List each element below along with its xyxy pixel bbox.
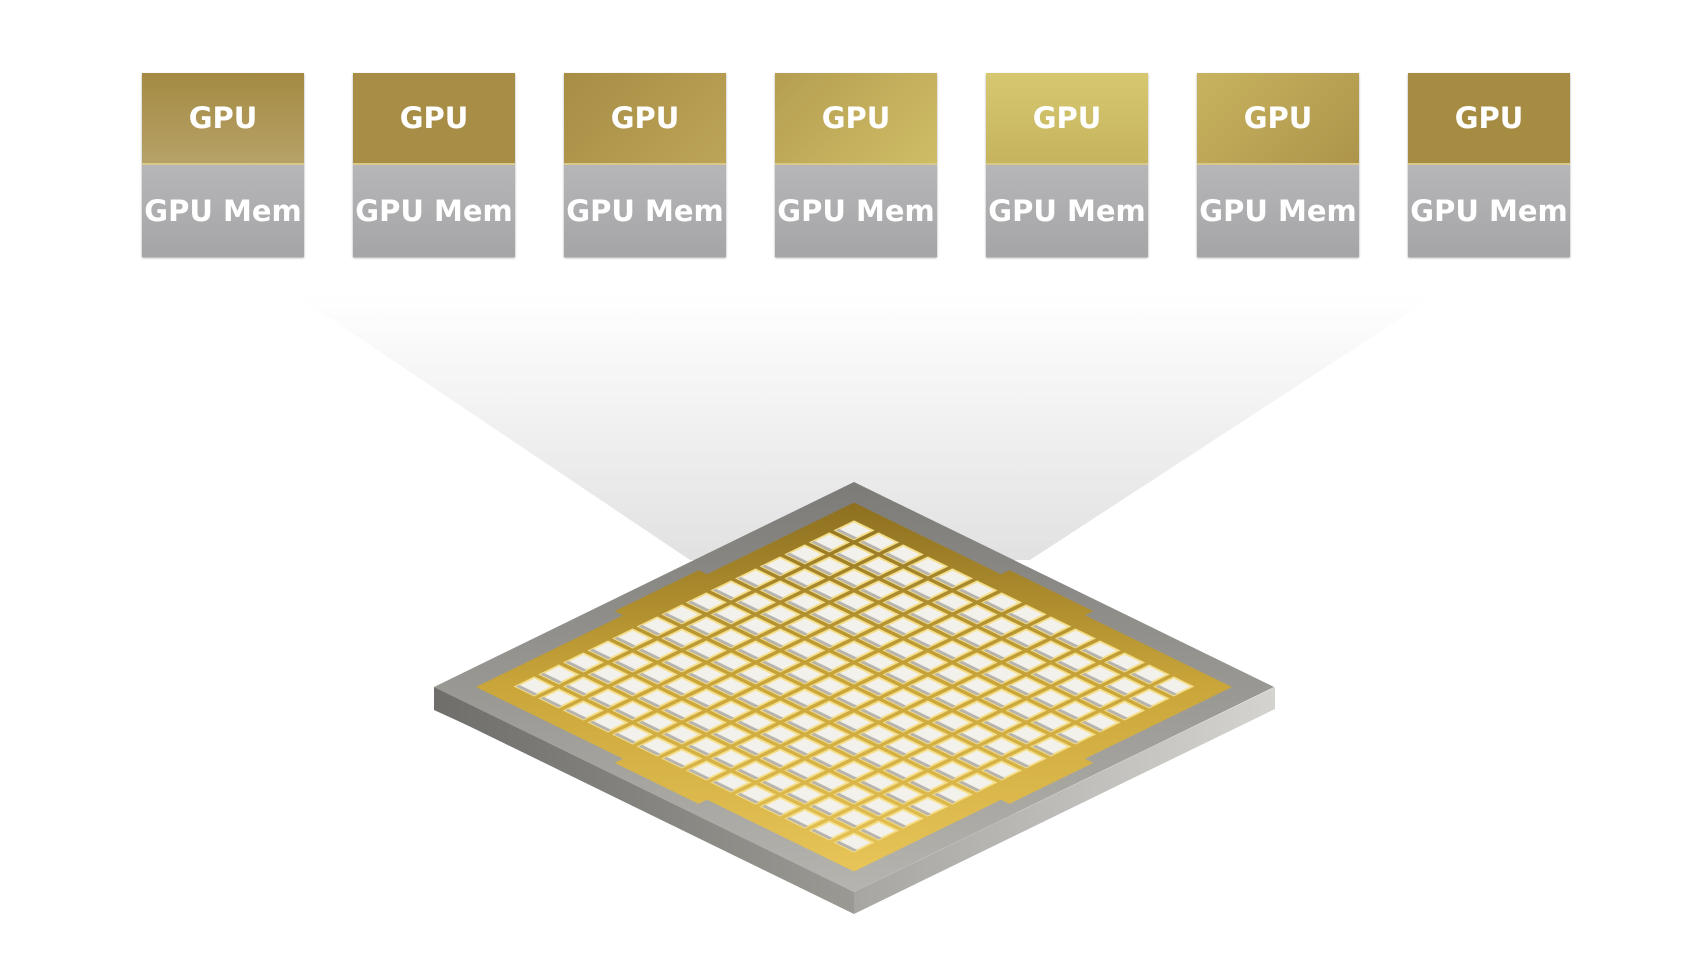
chip-core-grid xyxy=(509,518,1199,856)
chip-side-left-face xyxy=(434,687,854,914)
gpu-unit-1: GPU GPU Mem xyxy=(142,73,304,257)
gpu-unit-5: GPU GPU Mem xyxy=(986,73,1148,257)
gpu-block: GPU xyxy=(775,73,937,165)
gpu-unit-3: GPU GPU Mem xyxy=(564,73,726,257)
gpu-memory-block: GPU Mem xyxy=(1197,165,1359,257)
gpu-unit-6: GPU GPU Mem xyxy=(1197,73,1359,257)
gpu-block: GPU xyxy=(1197,73,1359,165)
chip-side-right-face xyxy=(854,687,1275,914)
gpu-memory-block: GPU Mem xyxy=(142,165,304,257)
gpu-memory-block: GPU Mem xyxy=(775,165,937,257)
gpu-unit-7: GPU GPU Mem xyxy=(1408,73,1570,257)
gpu-memory-block: GPU Mem xyxy=(986,165,1148,257)
gpu-memory-block: GPU Mem xyxy=(1408,165,1570,257)
gpu-block: GPU xyxy=(1408,73,1570,165)
gpu-block: GPU xyxy=(564,73,726,165)
gpu-unit-2: GPU GPU Mem xyxy=(353,73,515,257)
gpu-memory-block: GPU Mem xyxy=(564,165,726,257)
gpu-block: GPU xyxy=(986,73,1148,165)
light-beam xyxy=(294,294,1438,560)
gpu-unit-4: GPU GPU Mem xyxy=(775,73,937,257)
gpu-block: GPU xyxy=(142,73,304,165)
gpu-block: GPU xyxy=(353,73,515,165)
gpu-memory-block: GPU Mem xyxy=(353,165,515,257)
